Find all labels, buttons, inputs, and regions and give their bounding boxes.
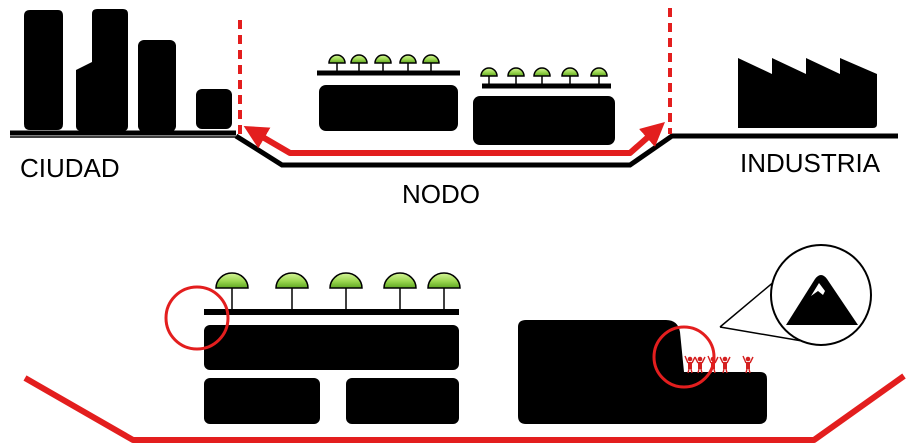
tree-icon bbox=[590, 67, 608, 85]
tree-icon bbox=[275, 272, 309, 310]
node-connection-arrow bbox=[243, 122, 665, 156]
green-roof-building bbox=[164, 272, 461, 424]
tree-icon bbox=[507, 67, 525, 85]
tree-icon bbox=[328, 54, 346, 72]
person-figure bbox=[684, 355, 696, 374]
roof-trees-left bbox=[328, 54, 440, 72]
tree-icon bbox=[399, 54, 417, 72]
person-figure bbox=[719, 356, 731, 374]
roof-edge-highlight bbox=[164, 285, 230, 351]
tree-icon bbox=[383, 272, 417, 310]
terrace-highlight bbox=[652, 325, 716, 389]
tree-icon bbox=[561, 67, 579, 85]
tree-icon bbox=[350, 54, 368, 72]
city-buildings bbox=[24, 9, 232, 132]
tree-icon bbox=[480, 67, 498, 85]
bottom-section bbox=[23, 244, 906, 443]
tree-icon bbox=[533, 67, 551, 85]
tree-icon bbox=[374, 54, 392, 72]
ground-line bbox=[10, 130, 898, 168]
city-tower-3 bbox=[138, 40, 176, 132]
factory-icon bbox=[738, 58, 877, 128]
person-figure bbox=[742, 355, 754, 374]
tree-icon bbox=[422, 54, 440, 72]
node-building-right bbox=[473, 67, 615, 145]
mountain-icon bbox=[786, 275, 858, 325]
tree-icon bbox=[427, 272, 461, 310]
person-figure bbox=[694, 356, 706, 374]
valley-outline bbox=[23, 373, 906, 443]
node-label: NODO bbox=[402, 179, 480, 209]
top-section: CIUDAD NODO INDUSTRIA bbox=[10, 8, 898, 209]
city-tower-1 bbox=[24, 10, 63, 130]
roof-trees-detail bbox=[215, 272, 461, 310]
tree-icon bbox=[329, 272, 363, 310]
mountain-callout bbox=[719, 244, 872, 346]
mountain-snow bbox=[811, 283, 825, 296]
tree-icon bbox=[215, 272, 249, 310]
node-building-left bbox=[317, 54, 460, 131]
terrace-building bbox=[518, 320, 767, 424]
city-tower-2 bbox=[76, 9, 128, 131]
industry-label: INDUSTRIA bbox=[740, 148, 881, 178]
city-label: CIUDAD bbox=[20, 153, 120, 183]
roof-trees-right bbox=[480, 67, 608, 85]
city-block-small bbox=[196, 89, 232, 129]
people-icon bbox=[684, 355, 754, 374]
